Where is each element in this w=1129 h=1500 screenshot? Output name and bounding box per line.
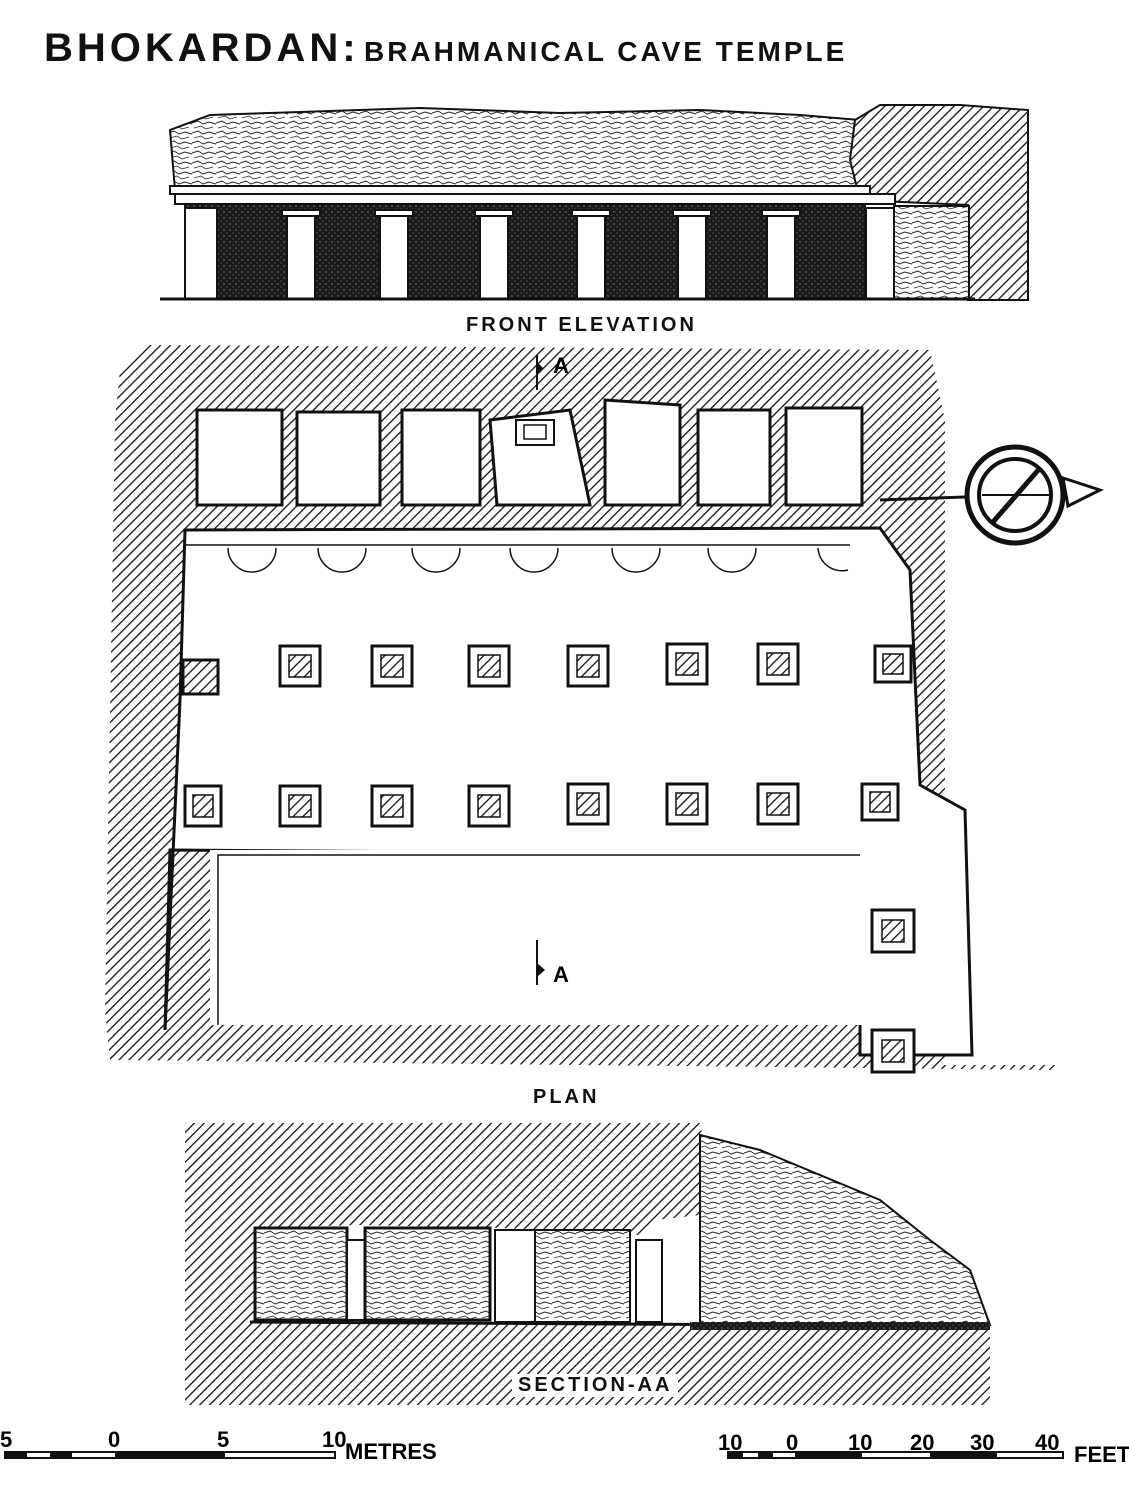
feet-tick-4: 30 — [970, 1430, 994, 1455]
north-arrow-icon — [879, 444, 1104, 546]
front-elevation — [160, 104, 1029, 301]
plan: A A — [105, 345, 1055, 1074]
metres-scale-bar: 5 0 5 10 METRES — [0, 1427, 437, 1464]
front-elevation-caption: FRONT ELEVATION — [466, 314, 697, 336]
feet-scale-bar: 10 0 10 20 30 40 FEET — [718, 1430, 1129, 1467]
plan-caption: PLAN — [533, 1086, 600, 1108]
title-site: BHOKARDAN: — [44, 26, 360, 70]
feet-tick-2: 10 — [848, 1430, 872, 1455]
feet-unit: FEET — [1074, 1442, 1129, 1467]
pillar-row-1 — [278, 642, 800, 688]
feet-tick-5: 40 — [1035, 1430, 1059, 1455]
section-aa — [185, 1123, 992, 1405]
feet-tick-0: 10 — [718, 1430, 742, 1455]
section-caption: SECTION-AA — [512, 1374, 679, 1397]
section-marker-top: A — [553, 353, 569, 378]
metres-tick-3: 10 — [322, 1427, 346, 1452]
title-subject: BRAHMANICAL CAVE TEMPLE — [363, 36, 848, 67]
feet-tick-3: 20 — [910, 1430, 934, 1455]
section-marker-bottom: A — [553, 962, 569, 987]
metres-tick-0: 5 — [0, 1427, 12, 1452]
feet-tick-1: 0 — [786, 1430, 798, 1455]
pillar-row-2 — [183, 782, 800, 828]
metres-unit: METRES — [345, 1439, 437, 1464]
metres-tick-2: 5 — [217, 1427, 229, 1452]
drawing-title: BHOKARDAN: BRAHMANICAL CAVE TEMPLE — [44, 26, 847, 71]
metres-tick-1: 0 — [108, 1427, 120, 1452]
